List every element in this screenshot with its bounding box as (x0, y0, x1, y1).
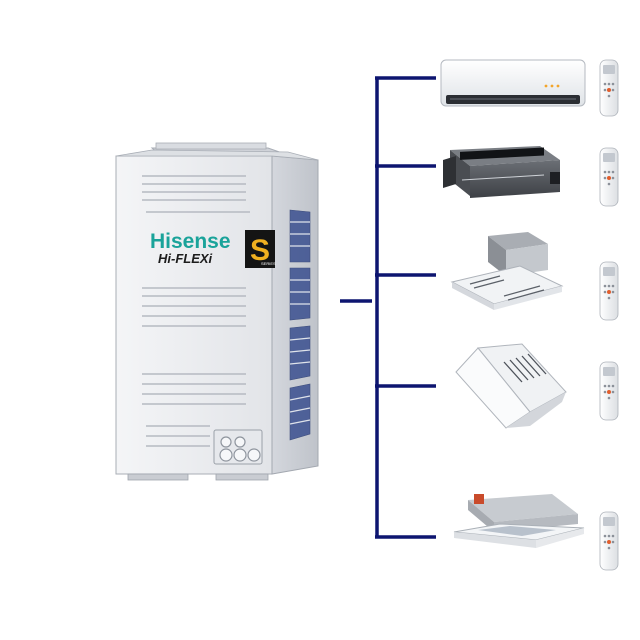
remote-control-icon (599, 261, 619, 321)
series-name: Hi-FLEXi (158, 251, 213, 266)
refrigerant-piping (340, 76, 436, 539)
remote-control-icon (599, 59, 619, 117)
wall-split-ac-icon (440, 59, 586, 107)
fan-grille-icon (289, 209, 311, 441)
brand-name: Hisense (150, 230, 231, 253)
remote-control-icon (599, 147, 619, 207)
remote-control-icon (599, 361, 619, 421)
series-badge: S (250, 234, 270, 267)
remote-control-icon (599, 511, 619, 571)
hisense-logo: Hisense Hi-FLEXi S SERIES (150, 230, 276, 268)
cassette-unit-icon (450, 232, 564, 310)
ducted-unit-icon (443, 146, 560, 198)
outdoor-unit: Hisense Hi-FLEXi S SERIES (115, 142, 319, 481)
ceiling-floor-unit-icon (455, 343, 567, 429)
ceiling-cassette-icon (453, 494, 585, 548)
series-badge-caption: SERIES (261, 261, 276, 266)
